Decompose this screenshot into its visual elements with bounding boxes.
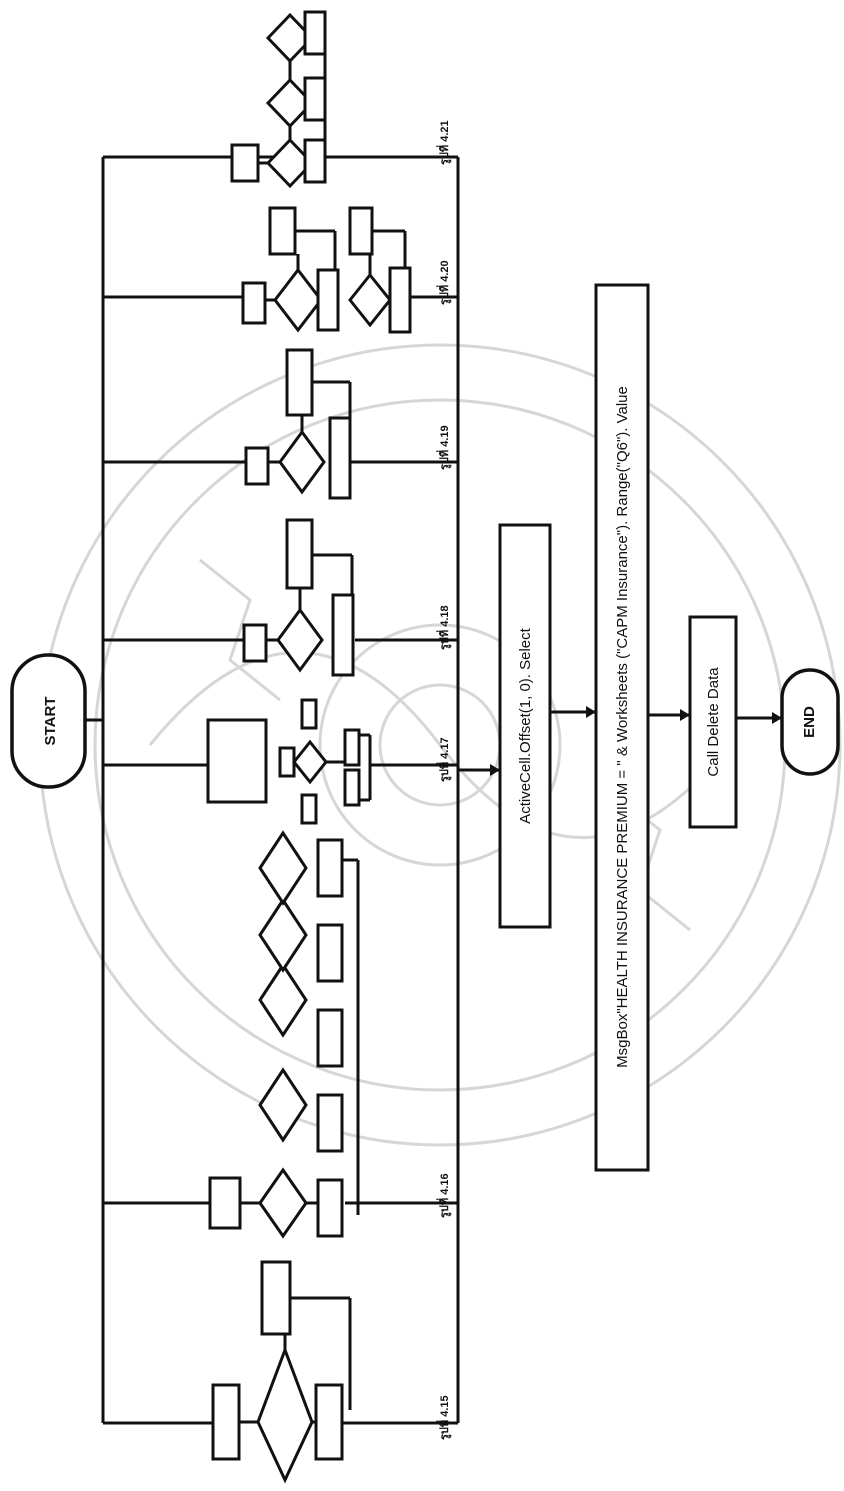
call-delete-data-label: Call Delete Data (705, 667, 722, 777)
figure-ref-4-15: รูปที่ 4.15 (436, 1395, 452, 1440)
select-next-cell-process (498, 523, 552, 929)
figure-ref-4-21: รูปที่ 4.21 (436, 120, 452, 165)
figure-reference-labels: รูปที่ 4.15 รูปที่ 4.16 รูปที่ 4.17 รูปท… (436, 120, 452, 1440)
figure-ref-4-18: รูปที่ 4.18 (436, 605, 452, 650)
figure-ref-4-17: รูปที่ 4.17 (436, 737, 452, 782)
select-next-cell-label: ActiveCell.Offset(1, 0). Select (517, 627, 534, 823)
figure-ref-4-19: รูปที่ 4.19 (436, 425, 452, 470)
msgbox-premium-label: MsgBox"HEALTH INSURANCE PREMIUM = " & Wo… (614, 386, 631, 1068)
end-label: END (801, 706, 818, 738)
msgbox-premium-process (594, 283, 650, 1172)
figure-ref-4-16: รูปที่ 4.16 (436, 1173, 452, 1218)
start-terminal (10, 653, 87, 789)
figure-ref-4-20: รูปที่ 4.20 (436, 260, 452, 305)
start-label: START (42, 697, 59, 746)
end-terminal (780, 668, 840, 776)
call-delete-data-process (688, 615, 738, 829)
